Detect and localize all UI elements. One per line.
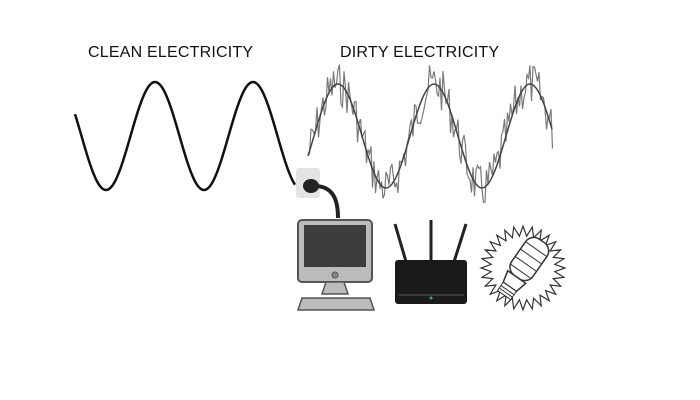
cfl-bulb-icon <box>479 224 567 312</box>
router-icon <box>393 220 468 304</box>
dirty-wave-base <box>307 83 553 189</box>
computer-icon <box>296 219 376 311</box>
dirty-noisy-wave <box>307 64 554 203</box>
dirty-wave-line <box>307 64 554 203</box>
clean-sine-wave <box>73 80 297 192</box>
wall-outlet-plug-icon <box>296 168 340 219</box>
dirty-electricity-label: DIRTY ELECTRICITY <box>340 44 500 61</box>
clean-electricity-label: CLEAN ELECTRICITY <box>88 44 254 61</box>
